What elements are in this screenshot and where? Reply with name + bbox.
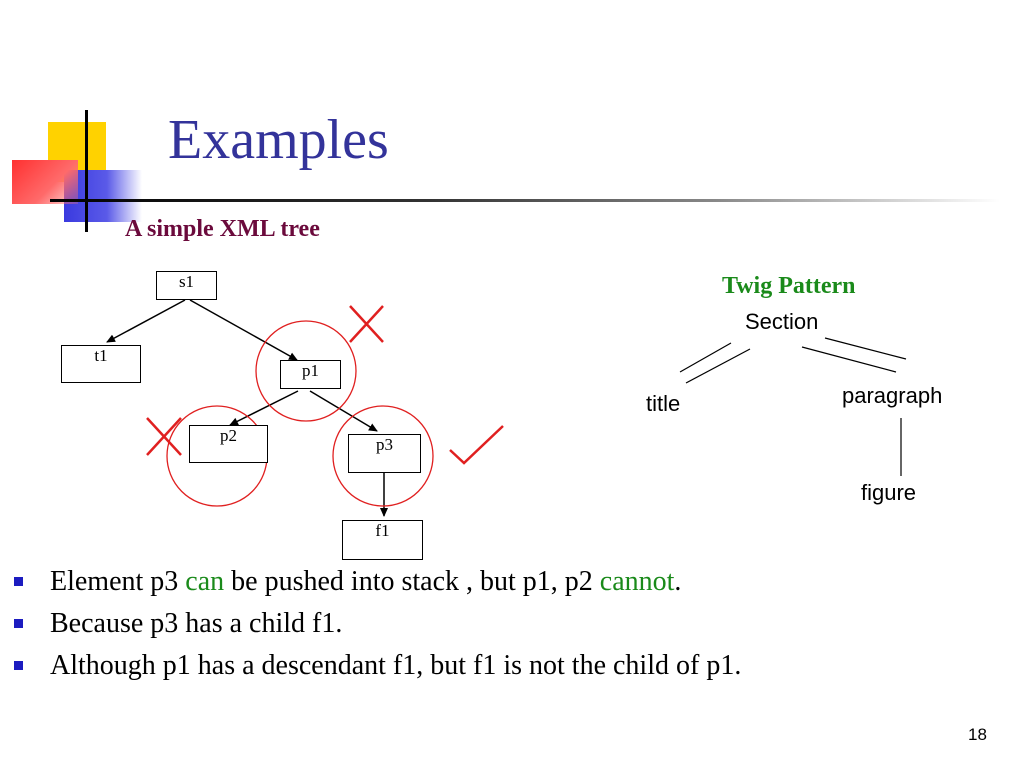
- twig-node-section: Section: [745, 309, 819, 334]
- bullet-square-icon: [14, 661, 23, 670]
- check-mark-icon: [449, 425, 504, 465]
- decor-red-square: [12, 160, 78, 204]
- bullet-text: Because p3 has a child f1.: [50, 605, 342, 643]
- bullet-text: Element p3 can be pushed into stack , bu…: [50, 563, 681, 601]
- edge-p1-p3: [309, 390, 378, 432]
- cross-mark-icon: [349, 305, 384, 343]
- bullet-part: Because p3 has a child f1.: [50, 608, 343, 639]
- bullet-item: Although p1 has a descendant f1, but f1 …: [14, 647, 1004, 689]
- tree-node-p3: p3: [348, 434, 421, 473]
- bullet-square-icon: [14, 577, 23, 586]
- twig-node-figure: figure: [861, 480, 917, 505]
- edge-s1-p1: [189, 299, 298, 361]
- tree-node-f1: f1: [342, 520, 423, 560]
- highlight-circle-p3: [332, 405, 434, 507]
- twig-edge-section-paragraph: [801, 337, 907, 373]
- title-underline: [50, 199, 1000, 202]
- highlight-circle-p1: [255, 320, 357, 422]
- bullet-item: Element p3 can be pushed into stack , bu…: [14, 563, 1004, 605]
- bullet-list: Element p3 can be pushed into stack , bu…: [14, 563, 1004, 689]
- bullet-part: .: [674, 566, 682, 597]
- twig-node-title: title: [646, 391, 681, 416]
- tree-node-s1: s1: [156, 271, 217, 300]
- edge-p1-p2: [229, 390, 299, 426]
- bullet-part: be pushed into stack , but p1, p2: [224, 566, 600, 597]
- bullet-part: Although p1 has a descendant f1, but f1 …: [50, 650, 742, 681]
- page-number: 18: [968, 725, 987, 744]
- tree-node-p1: p1: [280, 360, 341, 389]
- tree-node-p2: p2: [189, 425, 268, 463]
- cross-mark-icon: [146, 417, 182, 456]
- bullet-part-emphasis: can: [185, 566, 225, 597]
- bullet-text: Although p1 has a descendant f1, but f1 …: [50, 647, 741, 685]
- edge-s1-t1: [106, 299, 186, 343]
- decor-vertical-line: [85, 110, 88, 232]
- bullet-item: Because p3 has a child f1.: [14, 605, 1004, 647]
- bullet-part-emphasis: cannot: [599, 566, 675, 597]
- xml-tree-caption: A simple XML tree: [125, 216, 320, 242]
- bullet-part: Element p3: [50, 566, 186, 597]
- twig-node-paragraph: paragraph: [842, 383, 943, 408]
- twig-edge-section-title: [679, 342, 751, 384]
- slide-title: Examples: [168, 109, 389, 171]
- tree-node-t1: t1: [61, 345, 141, 383]
- bullet-square-icon: [14, 619, 23, 628]
- twig-pattern-title: Twig Pattern: [722, 273, 856, 299]
